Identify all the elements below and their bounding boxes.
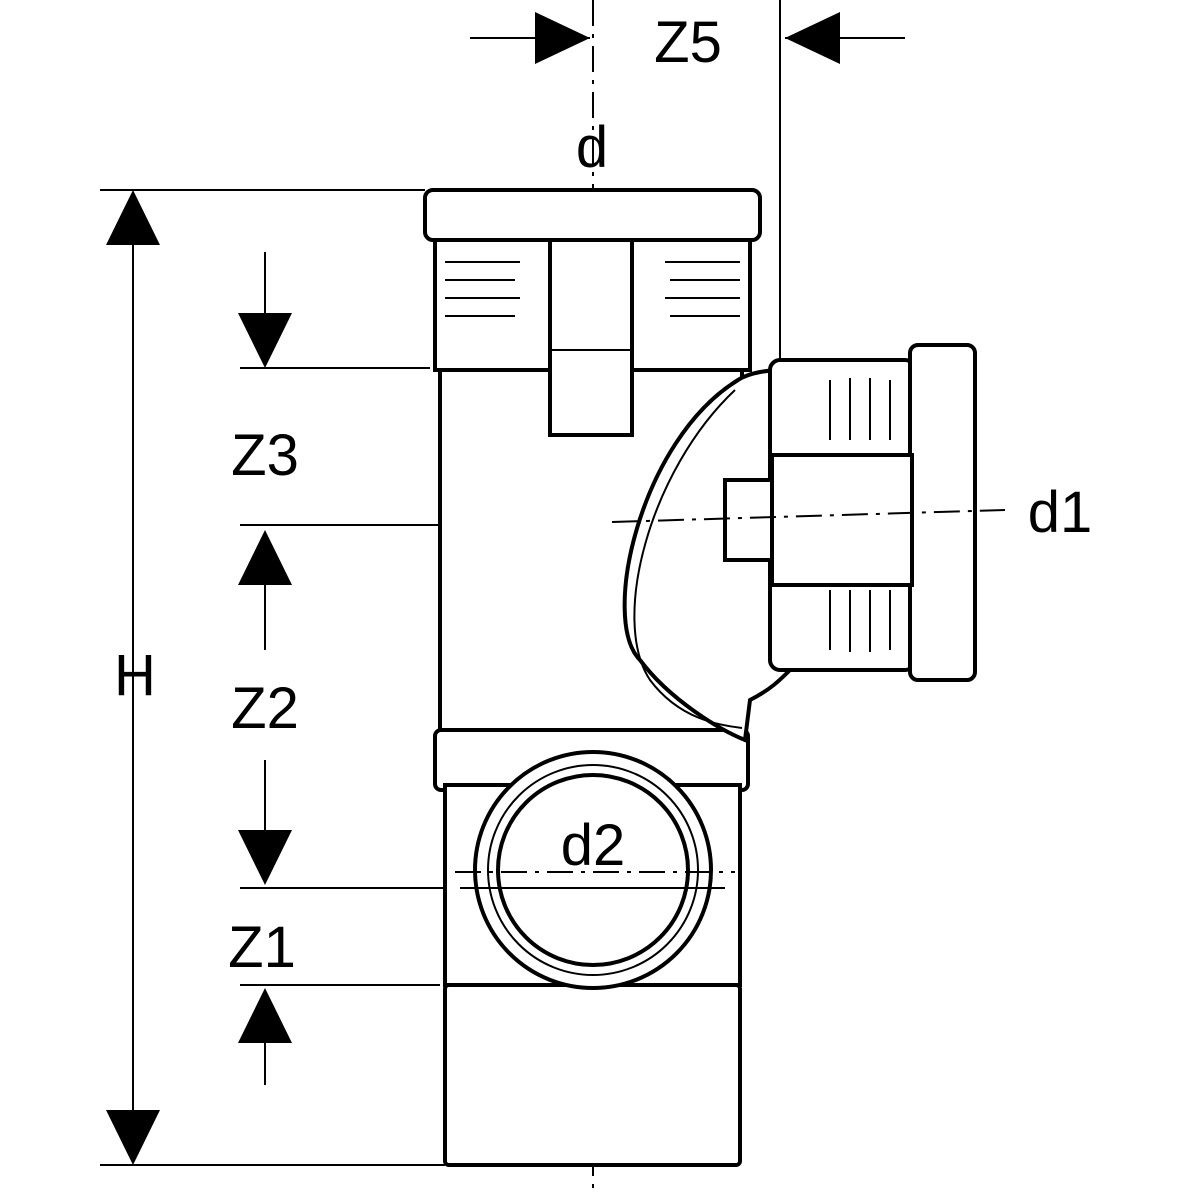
label-z2: Z2 bbox=[231, 676, 299, 741]
label-d2: d2 bbox=[561, 813, 626, 878]
label-h: H bbox=[114, 643, 156, 708]
z5-dimension bbox=[470, 0, 905, 360]
label-z3: Z3 bbox=[231, 423, 299, 488]
cleaning-opening bbox=[455, 750, 735, 990]
label-z1: Z1 bbox=[228, 915, 296, 980]
top-cap bbox=[423, 188, 762, 437]
branch-inner-contour bbox=[633, 389, 743, 729]
z-dimensions bbox=[238, 252, 590, 1085]
label-z5: Z5 bbox=[654, 10, 722, 75]
h-dimension bbox=[100, 189, 445, 1166]
label-d1: d1 bbox=[1028, 480, 1093, 545]
branch-centerline bbox=[611, 509, 1006, 523]
label-d: d bbox=[576, 115, 608, 180]
